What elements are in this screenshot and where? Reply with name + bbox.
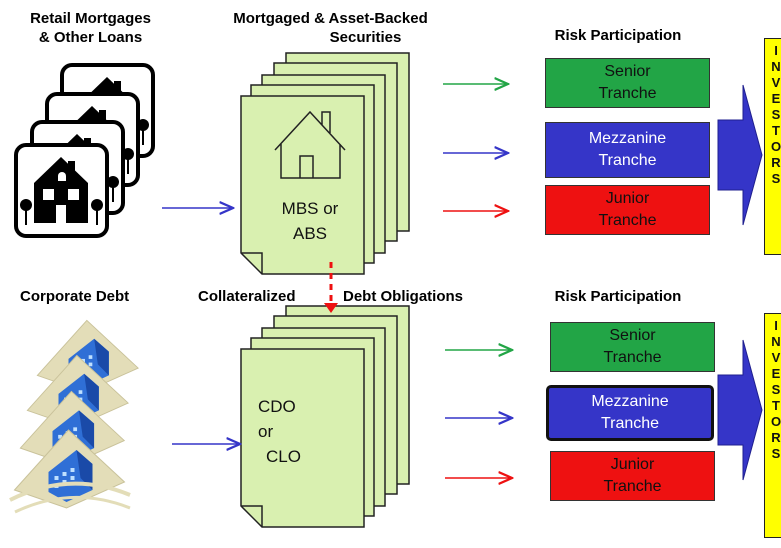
mbs-label-line1: MBS or — [281, 199, 339, 218]
bottom-risk-participation-title: Risk Participation — [554, 288, 682, 305]
investors-letter: T — [772, 398, 780, 413]
house-stack-icon — [14, 63, 155, 238]
investors-letter: O — [770, 139, 781, 154]
top-senior-tranche: Senior Tranche — [545, 58, 710, 108]
office-building-stack-icon — [9, 319, 139, 514]
investors-letter: E — [771, 91, 781, 106]
bottom-senior-tranche-word: Tranche — [603, 349, 662, 366]
investors-letter: V — [771, 75, 781, 90]
top-junior-tranche: Junior Tranche — [545, 185, 710, 235]
cdo-document-label: CDO or CLO — [258, 394, 308, 469]
top-big-arrow-icon — [717, 84, 763, 226]
investors-letter: E — [771, 366, 781, 381]
house-outline-icon — [274, 110, 346, 179]
cdo-label-line3: CLO — [266, 447, 301, 466]
securities-title-line1: Mortgaged & Asset-Backed — [233, 10, 428, 27]
securities-title: Mortgaged & Asset-Backed Securities — [218, 9, 443, 47]
bottom-junior-tranche-word: Tranche — [603, 478, 662, 495]
investors-letter: N — [771, 334, 781, 349]
bottom-mezzanine-label: Mezzanine — [591, 393, 669, 410]
bottom-big-arrow-icon — [717, 339, 763, 481]
investors-letter: R — [771, 430, 781, 445]
investors-letter: S — [771, 107, 781, 122]
top-junior-label: Junior — [605, 190, 650, 207]
bottom-mezzanine-tranche-word: Tranche — [600, 415, 660, 432]
investors-letter: N — [771, 59, 781, 74]
retail-mortgages-title: Retail Mortgages & Other Loans — [8, 9, 173, 47]
top-mezzanine-label: Mezzanine — [588, 130, 667, 147]
investors-letter: T — [772, 123, 780, 138]
mbs-document-stack — [240, 52, 410, 275]
top-mezzanine-tranche: Mezzanine Tranche — [545, 122, 710, 178]
retail-mortgages-title-line1: Retail Mortgages — [30, 10, 151, 27]
bottom-mezzanine-tranche: Mezzanine Tranche — [546, 385, 714, 441]
bottom-senior-label: Senior — [609, 327, 656, 344]
top-junior-tranche-word: Tranche — [598, 212, 657, 229]
investors-letter: O — [770, 414, 781, 429]
bottom-junior-label: Junior — [610, 456, 655, 473]
investors-letter: I — [774, 43, 778, 58]
bottom-senior-tranche: Senior Tranche — [550, 322, 715, 372]
top-senior-tranche-word: Tranche — [598, 85, 657, 102]
mbs-label-line2: ABS — [292, 224, 328, 243]
retail-mortgages-title-line2: & Other Loans — [38, 29, 143, 46]
bottom-junior-tranche: Junior Tranche — [550, 451, 715, 501]
securities-title-line2: Securities — [329, 29, 402, 46]
investors-letter: R — [771, 155, 781, 170]
top-investors-bar: I N V E S T O R S — [764, 38, 781, 255]
mbs-document-label: MBS or ABS — [260, 196, 360, 246]
top-mezzanine-tranche-word: Tranche — [598, 152, 657, 169]
investors-letter: S — [771, 382, 781, 397]
cdo-label-line1: CDO — [258, 397, 296, 416]
cdo-title-part1: Collateralized — [198, 288, 296, 305]
corporate-debt-title: Corporate Debt — [20, 288, 130, 305]
investors-letter: V — [771, 350, 781, 365]
top-risk-participation-title: Risk Participation — [554, 27, 682, 44]
cdo-title-part2: Debt Obligations — [343, 288, 463, 305]
investors-letter: S — [771, 171, 781, 186]
investors-letter: I — [774, 318, 778, 333]
top-senior-label: Senior — [604, 63, 651, 80]
cdo-label-line2: or — [258, 422, 274, 441]
investors-letter: S — [771, 446, 781, 461]
bottom-investors-bar: I N V E S T O R S — [764, 313, 781, 538]
